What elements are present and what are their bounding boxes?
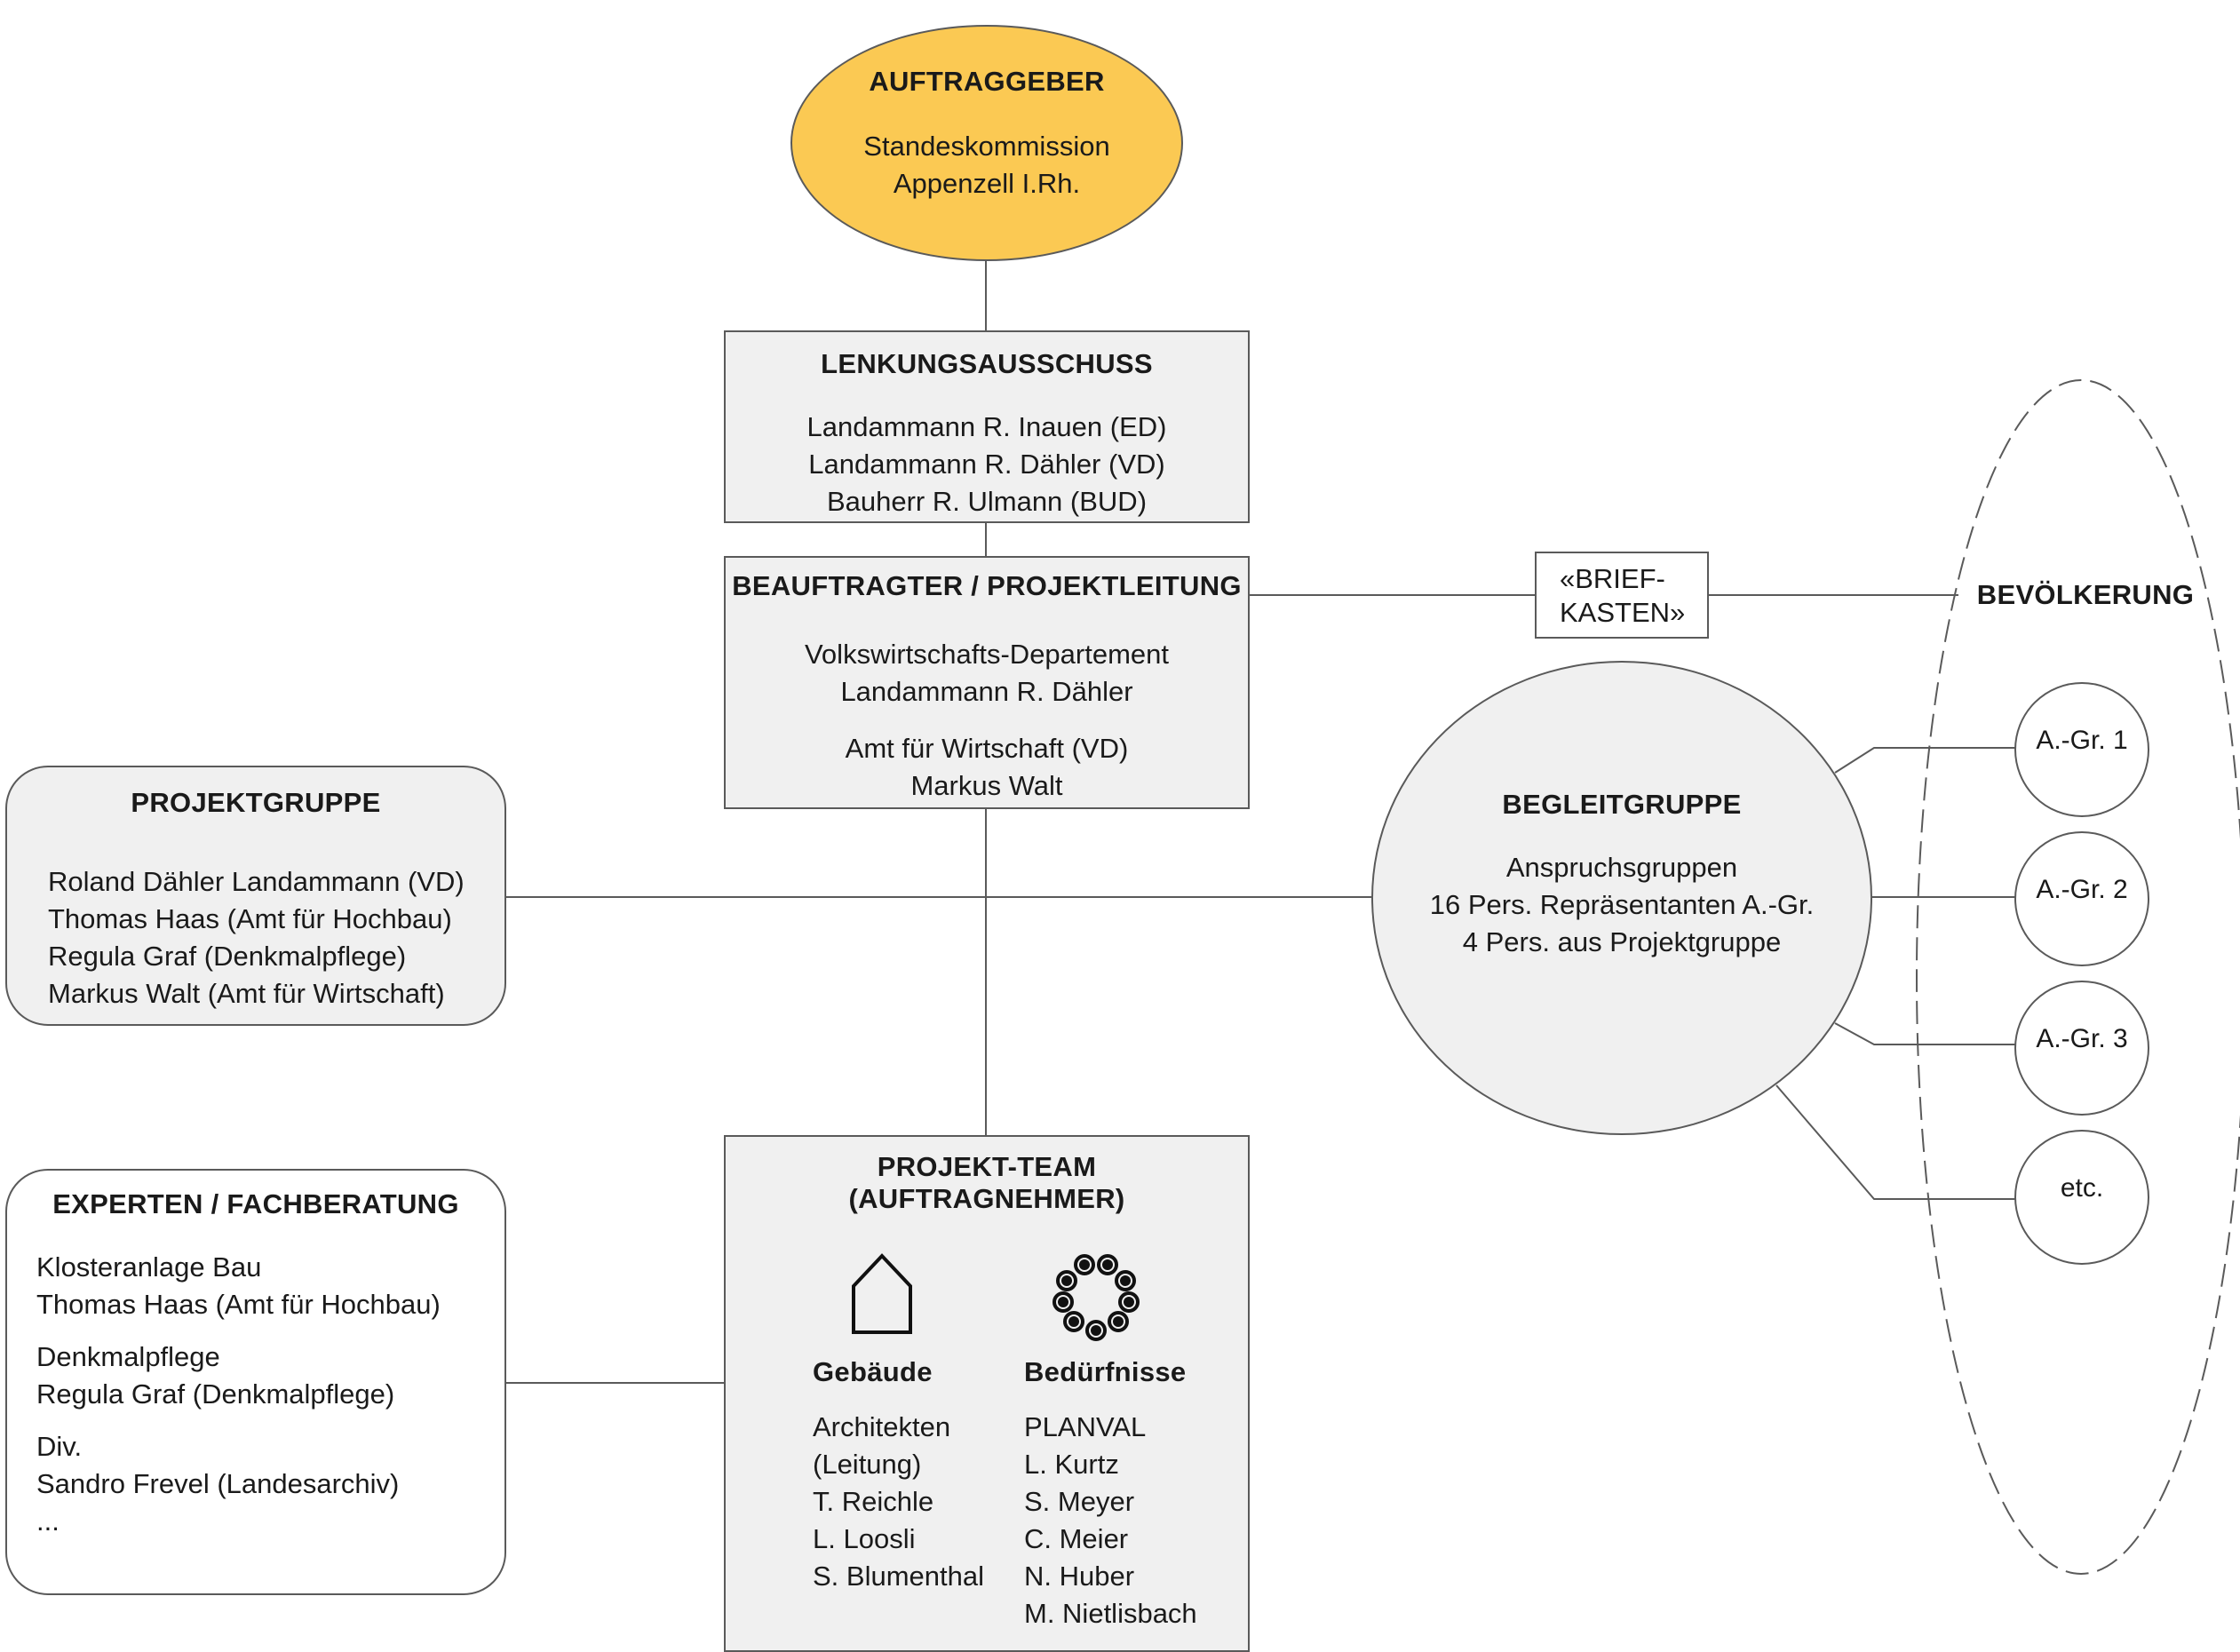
beduerfnisse-heading: Bedürfnisse xyxy=(1024,1356,1187,1387)
connector-gr1 xyxy=(1834,747,2016,774)
experten-line: Klosteranlage Bau xyxy=(36,1251,262,1283)
begleitgruppe-line: 16 Pers. Repräsentanten A.-Gr. xyxy=(1429,889,1815,920)
projektgruppe-title: PROJEKTGRUPPE xyxy=(131,787,381,818)
briefkasten-line: «BRIEF- xyxy=(1560,563,1665,594)
projektgruppe-member: Thomas Haas (Amt für Hochbau) xyxy=(48,903,452,934)
projektleitung-line: Landammann R. Dähler xyxy=(840,676,1133,707)
projektleitung-box: BEAUFTRAGTER / PROJEKTLEITUNG Volkswirts… xyxy=(724,556,1250,809)
lenkungsausschuss-member: Bauherr R. Ulmann (BUD) xyxy=(826,486,1148,517)
auftraggeber-ellipse: AUFTRAGGEBER Standeskommission Appenzell… xyxy=(790,25,1183,261)
experten-box: EXPERTEN / FACHBERATUNG Klosteranlage Ba… xyxy=(5,1169,506,1595)
connector-etc xyxy=(1775,1084,2016,1200)
anspruchsgruppe-label: A.-Gr. 1 xyxy=(2036,726,2128,755)
auftraggeber-line: Standeskommission xyxy=(863,131,1110,162)
gebaeude-member: S. Blumenthal xyxy=(813,1561,984,1592)
people-circle-icon xyxy=(1052,1254,1140,1341)
bevoelkerung-title: BEVÖLKERUNG xyxy=(1976,579,2195,610)
gebaeude-member: (Leitung) xyxy=(813,1449,922,1480)
briefkasten-box: «BRIEF- KASTEN» xyxy=(1535,552,1709,639)
beduerfnisse-member: M. Nietlisbach xyxy=(1024,1598,1197,1629)
projektgruppe-member: Roland Dähler Landammann (VD) xyxy=(48,866,465,897)
beduerfnisse-member: S. Meyer xyxy=(1024,1486,1135,1517)
auftraggeber-title: AUFTRAGGEBER xyxy=(869,66,1105,97)
bevoelkerung-boundary xyxy=(1916,379,2240,1575)
projektleitung-title: BEAUFTRAGTER / PROJEKTLEITUNG xyxy=(732,570,1242,601)
lenkungsausschuss-member: Landammann R. Dähler (VD) xyxy=(808,449,1165,480)
beduerfnisse-member: L. Kurtz xyxy=(1024,1449,1119,1480)
gebaeude-heading: Gebäude xyxy=(813,1356,933,1387)
experten-title: EXPERTEN / FACHBERATUNG xyxy=(52,1188,459,1219)
lenkungsausschuss-member: Landammann R. Inauen (ED) xyxy=(806,411,1167,442)
briefkasten-line: KASTEN» xyxy=(1560,597,1686,628)
anspruchsgruppe-circle: etc. xyxy=(2014,1130,2149,1265)
experten-line: Div. xyxy=(36,1431,83,1462)
gebaeude-member: T. Reichle xyxy=(813,1486,934,1517)
anspruchsgruppe-label: A.-Gr. 2 xyxy=(2036,875,2128,904)
beduerfnisse-member: PLANVAL xyxy=(1024,1411,1147,1442)
experten-line: Regula Graf (Denkmalpflege) xyxy=(36,1378,395,1410)
begleitgruppe-title: BEGLEITGRUPPE xyxy=(1502,789,1742,820)
projektgruppe-member: Regula Graf (Denkmalpflege) xyxy=(48,941,407,972)
experten-line: Denkmalpflege xyxy=(36,1341,220,1372)
beduerfnisse-member: C. Meier xyxy=(1024,1523,1129,1554)
anspruchsgruppe-circle: A.-Gr. 1 xyxy=(2014,682,2149,817)
lenkungsausschuss-box: LENKUNGSAUSSCHUSS Landammann R. Inauen (… xyxy=(724,330,1250,523)
begleitgruppe-line: 4 Pers. aus Projektgruppe xyxy=(1462,926,1782,957)
house-icon xyxy=(852,1253,912,1334)
connector-gr3 xyxy=(1834,1022,2016,1045)
gebaeude-member: Architekten xyxy=(813,1411,951,1442)
lenkungsausschuss-title: LENKUNGSAUSSCHUSS xyxy=(821,348,1153,379)
anspruchsgruppe-circle: A.-Gr. 2 xyxy=(2014,831,2149,966)
anspruchsgruppe-circle: A.-Gr. 3 xyxy=(2014,981,2149,1116)
projektleitung-line: Volkswirtschafts-Departement xyxy=(804,639,1170,670)
projektgruppe-box: PROJEKTGRUPPE Roland Dähler Landammann (… xyxy=(5,766,506,1026)
projektteam-title: PROJEKT-TEAM xyxy=(877,1151,1097,1182)
gebaeude-member: L. Loosli xyxy=(813,1523,916,1554)
experten-line: Thomas Haas (Amt für Hochbau) xyxy=(36,1289,441,1320)
projektleitung-line: Amt für Wirtschaft (VD) xyxy=(845,733,1129,764)
experten-line: Sandro Frevel (Landesarchiv) xyxy=(36,1468,400,1499)
begleitgruppe-ellipse: BEGLEITGRUPPE Anspruchsgruppen 16 Pers. … xyxy=(1371,661,1872,1135)
projektteam-box: PROJEKT-TEAM (AUFTRAGNEHMER) Gebäude Arc… xyxy=(724,1135,1250,1652)
projektgruppe-member: Markus Walt (Amt für Wirtschaft) xyxy=(48,978,445,1009)
projektteam-subtitle: (AUFTRAGNEHMER) xyxy=(848,1183,1125,1214)
projektleitung-line: Markus Walt xyxy=(910,770,1063,801)
beduerfnisse-member: N. Huber xyxy=(1024,1561,1135,1592)
anspruchsgruppe-label: A.-Gr. 3 xyxy=(2036,1024,2128,1053)
begleitgruppe-line: Anspruchsgruppen xyxy=(1505,852,1738,883)
auftraggeber-line: Appenzell I.Rh. xyxy=(893,168,1081,199)
experten-line: ... xyxy=(36,1505,60,1537)
anspruchsgruppe-label: etc. xyxy=(2060,1173,2104,1203)
